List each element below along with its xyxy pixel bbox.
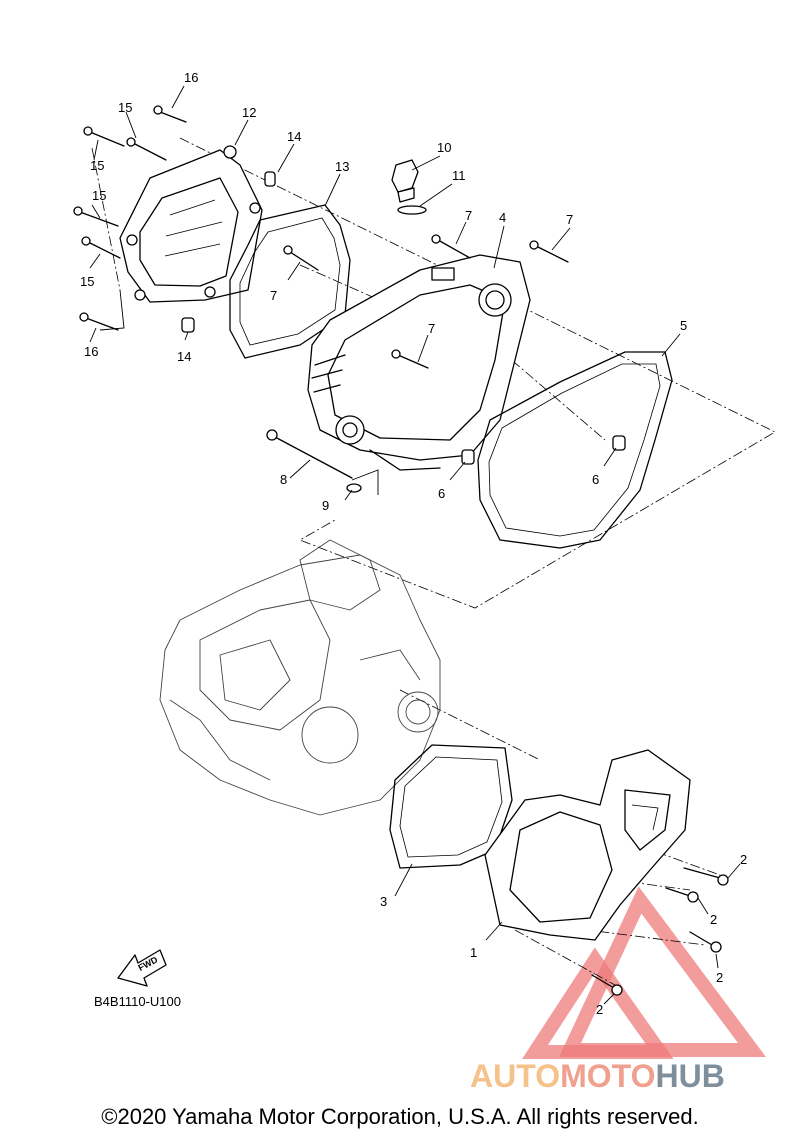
watermark-logo (522, 886, 766, 1059)
watermark-part-hub: HUB (655, 1058, 725, 1094)
callout-2-c: 2 (716, 970, 723, 985)
callout-14-bottom: 14 (177, 349, 191, 364)
dowel-pins (181, 171, 626, 465)
callout-6-b: 6 (592, 472, 599, 487)
gasket-5 (477, 351, 673, 549)
watermark-part-auto: AUTO (470, 1058, 561, 1094)
o-ring-11 (397, 205, 427, 215)
callouts: 16 15 15 15 15 16 12 14 14 13 10 11 7 7 … (80, 70, 747, 1017)
callout-8: 8 (280, 472, 287, 487)
callout-11: 11 (452, 168, 466, 183)
callout-15-c: 15 (92, 188, 106, 203)
watermark-wordmark: AUTOMOTOHUB (470, 1058, 725, 1095)
callout-6-a: 6 (438, 486, 445, 501)
callout-7-b: 7 (566, 212, 573, 227)
crankcase-cover-4 (307, 254, 531, 471)
magneto-cover-1 (484, 749, 691, 941)
callout-16-top: 16 (184, 70, 198, 85)
callout-7-d: 7 (428, 321, 435, 336)
callout-15-b: 15 (90, 158, 104, 173)
callout-7-c: 7 (270, 288, 277, 303)
callout-7-a: 7 (465, 208, 472, 223)
callout-2-d: 2 (596, 1002, 603, 1017)
copyright-notice: ©2020 Yamaha Motor Corporation, U.S.A. A… (101, 1104, 699, 1129)
callout-9: 9 (322, 498, 329, 513)
callout-1: 1 (470, 945, 477, 960)
callout-5: 5 (680, 318, 687, 333)
callout-3: 3 (380, 894, 387, 909)
callout-2-b: 2 (710, 912, 717, 927)
engine-crankcase (159, 539, 441, 816)
watermark-part-moto: MOTO (560, 1058, 656, 1094)
bolts (73, 105, 729, 996)
fwd-arrow: FWD (117, 949, 167, 987)
callout-16-bottom: 16 (84, 344, 98, 359)
callout-15-a: 15 (118, 100, 132, 115)
callout-15-d: 15 (80, 274, 94, 289)
callout-12: 12 (242, 105, 256, 120)
clutch-cover-12 (119, 145, 263, 303)
callout-10: 10 (437, 140, 451, 155)
gasket-13 (229, 204, 351, 359)
diagram-code: B4B1110-U100 (94, 994, 181, 1009)
callout-2-a: 2 (740, 852, 747, 867)
callout-14-top: 14 (287, 129, 301, 144)
oil-plug-10 (391, 159, 419, 203)
leader-lines (89, 85, 741, 1005)
callout-13: 13 (335, 159, 349, 174)
callout-4: 4 (499, 210, 506, 225)
